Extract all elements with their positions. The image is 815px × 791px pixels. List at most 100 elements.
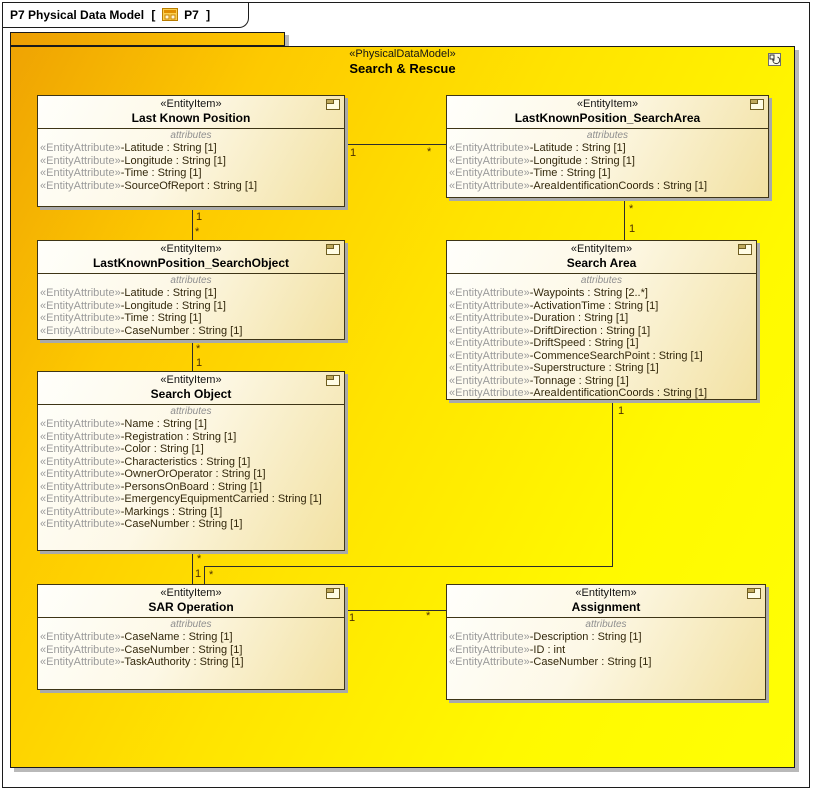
attribute-row: «EntityAttribute»-Latitude : String [1] bbox=[40, 287, 217, 299]
multiplicity-label[interactable]: * bbox=[629, 203, 634, 215]
multiplicity-label[interactable]: 1 bbox=[629, 223, 636, 235]
attribute-row: «EntityAttribute»-ActivationTime : Strin… bbox=[449, 299, 659, 312]
entity-search-area[interactable]: «EntityItem» Search Area attributes «Ent… bbox=[446, 240, 757, 400]
attribute-row: «EntityAttribute»-Time : String [1] bbox=[40, 312, 202, 324]
entity-stereotype: «EntityItem» bbox=[575, 587, 637, 599]
attributes-compartment-label: attributes bbox=[586, 130, 629, 141]
multiplicity-label[interactable]: 1 bbox=[196, 357, 203, 369]
connector-searcharea-saroperation-seg1[interactable] bbox=[612, 400, 613, 567]
attribute-row: «EntityAttribute»-CommenceSearchPoint : … bbox=[449, 349, 703, 362]
attribute-row: «EntityAttribute»-TaskAuthority : String… bbox=[40, 656, 244, 668]
entity-stereotype: «EntityItem» bbox=[160, 587, 222, 599]
physical-diagram-icon bbox=[161, 8, 178, 21]
attribute-row: «EntityAttribute»-PersonsOnBoard : Strin… bbox=[40, 480, 262, 493]
connector-lkpsearchobject-searchobject[interactable] bbox=[192, 340, 193, 371]
multiplicity-label[interactable]: 1 bbox=[195, 568, 202, 580]
entity-stereotype: «EntityItem» bbox=[160, 374, 222, 386]
entity-stereotype: «EntityItem» bbox=[570, 243, 633, 255]
entity-item-icon bbox=[326, 244, 340, 255]
multiplicity-label[interactable]: 1 bbox=[618, 405, 625, 417]
attributes-compartment: «EntityAttribute»-Latitude : String [1]«… bbox=[38, 287, 344, 337]
attribute-row: «EntityAttribute»-Description : String [… bbox=[449, 631, 642, 643]
multiplicity-label[interactable]: * bbox=[426, 610, 431, 622]
attributes-compartment: «EntityAttribute»-Latitude : String [1] «… bbox=[447, 142, 768, 192]
diagram-tab-open-bracket: [ bbox=[151, 8, 156, 22]
entity-item-icon bbox=[747, 588, 761, 599]
diagram-tab-ref: P7 bbox=[184, 8, 199, 22]
attribute-row: «EntityAttribute»-OwnerOrOperator : Stri… bbox=[40, 468, 266, 480]
attributes-compartment: «EntityAttribute»-Waypoints : String [2.… bbox=[447, 287, 756, 400]
attribute-row: «EntityAttribute»-Longitude : String [1] bbox=[40, 154, 226, 167]
entity-name: Last Known Position bbox=[131, 111, 251, 125]
attribute-row: «EntityAttribute»-CaseNumber : String [1… bbox=[40, 518, 243, 530]
attribute-row: «EntityAttribute»-Color : String [1] bbox=[40, 443, 204, 455]
entity-item-icon bbox=[326, 588, 340, 599]
entity-stereotype: «EntityItem» bbox=[576, 98, 639, 110]
package-frame-tab[interactable] bbox=[10, 32, 285, 46]
multiplicity-label[interactable]: 1 bbox=[196, 211, 203, 223]
attributes-compartment: «EntityAttribute»-Latitude : String [1]«… bbox=[38, 142, 344, 192]
attributes-compartment: «EntityAttribute»-Name : String [1] «Enti… bbox=[38, 418, 344, 531]
attribute-row: «EntityAttribute»-AreaIdentificationCoor… bbox=[449, 179, 708, 192]
entity-header: «EntityItem» Search Area bbox=[447, 241, 756, 274]
entity-assignment[interactable]: «EntityItem» Assignment attributes «Enti… bbox=[446, 584, 766, 700]
attribute-row: «EntityAttribute»-Longitude : String [1] bbox=[40, 299, 226, 312]
attribute-row: «EntityAttribute»-SourceOfReport : Strin… bbox=[40, 179, 258, 192]
entity-lastknownposition-searchobject[interactable]: «EntityItem» LastKnownPosition_SearchObj… bbox=[37, 240, 345, 340]
attributes-compartment-label: attributes bbox=[170, 130, 212, 141]
attribute-row: «EntityAttribute»-Name : String [1] bbox=[40, 418, 207, 430]
connector-searcharea-saroperation-seg2[interactable] bbox=[204, 566, 613, 567]
entity-name: Assignment bbox=[571, 600, 641, 614]
entity-last-known-position[interactable]: «EntityItem» Last Known Position attribu… bbox=[37, 95, 345, 207]
entity-stereotype: «EntityItem» bbox=[160, 98, 222, 110]
multiplicity-label[interactable]: * bbox=[196, 343, 201, 355]
attribute-row: «EntityAttribute»-Characteristics : Stri… bbox=[40, 455, 251, 468]
attributes-compartment: «EntityAttribute»-Description : String [… bbox=[447, 631, 765, 669]
entity-sar-operation[interactable]: «EntityItem» SAR Operation attributes «E… bbox=[37, 584, 345, 690]
attribute-row: «EntityAttribute»-EmergencyEquipmentCarr… bbox=[40, 493, 322, 505]
attributes-compartment-label: attributes bbox=[170, 406, 212, 417]
entity-item-icon bbox=[326, 375, 340, 386]
attribute-row: «EntityAttribute»-Latitude : String [1] bbox=[449, 142, 626, 154]
multiplicity-label[interactable]: * bbox=[427, 146, 432, 158]
multiplicity-label[interactable]: 1 bbox=[349, 612, 356, 624]
connector-saroperation-assignment[interactable] bbox=[345, 610, 446, 611]
entity-item-icon bbox=[326, 99, 340, 110]
diagram-name-tab[interactable]: P7 Physical Data Model [ P7 ] bbox=[3, 3, 249, 28]
package-frame-header: «PhysicalDataModel» Search & Rescue bbox=[10, 48, 795, 76]
frame-stereotype: «PhysicalDataModel» bbox=[349, 48, 456, 60]
attribute-row: «EntityAttribute»-CaseNumber : String [1… bbox=[449, 656, 652, 668]
navigate-diagram-icon[interactable] bbox=[766, 51, 783, 68]
multiplicity-label[interactable]: 1 bbox=[350, 147, 357, 159]
attribute-row: «EntityAttribute»-ID : int bbox=[449, 643, 566, 656]
entity-header: «EntityItem» Last Known Position bbox=[38, 96, 344, 129]
attribute-row: «EntityAttribute»-CaseNumber : String [1… bbox=[40, 643, 243, 656]
attributes-compartment-label: attributes bbox=[585, 619, 627, 630]
connector-searchobject-saroperation[interactable] bbox=[192, 551, 193, 584]
entity-header: «EntityItem» LastKnownPosition_SearchAre… bbox=[447, 96, 768, 129]
attribute-row: «EntityAttribute»-Waypoints : String [2.… bbox=[449, 287, 648, 299]
entity-name: SAR Operation bbox=[148, 600, 234, 614]
entity-item-icon bbox=[738, 244, 752, 255]
entity-search-object[interactable]: «EntityItem» Search Object attributes «E… bbox=[37, 371, 345, 551]
entity-header: «EntityItem» LastKnownPosition_SearchObj… bbox=[38, 241, 344, 274]
multiplicity-label[interactable]: * bbox=[195, 226, 200, 238]
connector-lkpsearcharea-searcharea[interactable] bbox=[624, 198, 625, 240]
connector-lkp-lkpsearcharea[interactable] bbox=[345, 144, 446, 145]
attribute-row: «EntityAttribute»-Time : String [1] bbox=[40, 167, 202, 179]
attribute-row: «EntityAttribute»-Tonnage : String [1] bbox=[449, 374, 629, 387]
entity-header: «EntityItem» Assignment bbox=[447, 585, 765, 618]
entity-name: Search Area bbox=[566, 256, 637, 270]
connector-lkp-lkpsearchobject[interactable] bbox=[192, 207, 193, 240]
attribute-row: «EntityAttribute»-Time : String [1] bbox=[449, 167, 611, 179]
attributes-compartment-label: attributes bbox=[580, 275, 623, 286]
connector-searcharea-saroperation-seg3[interactable] bbox=[204, 566, 205, 584]
multiplicity-label[interactable]: * bbox=[197, 553, 202, 565]
diagram-tab-title: P7 Physical Data Model bbox=[10, 8, 145, 22]
frame-name: Search & Rescue bbox=[349, 61, 456, 76]
entity-lastknownposition-searcharea[interactable]: «EntityItem» LastKnownPosition_SearchAre… bbox=[446, 95, 769, 198]
entity-header: «EntityItem» Search Object bbox=[38, 372, 344, 405]
multiplicity-label[interactable]: * bbox=[209, 569, 214, 581]
attribute-row: «EntityAttribute»-CaseName : String [1] bbox=[40, 631, 233, 643]
